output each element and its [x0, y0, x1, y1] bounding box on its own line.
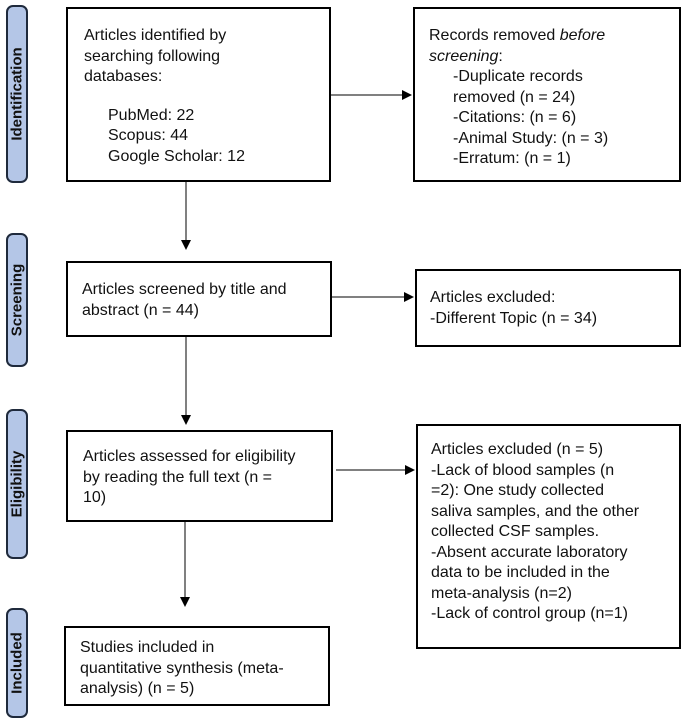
identification-intro-line: searching following — [84, 47, 221, 65]
screening-box: Articles screened by title and abstract … — [66, 261, 332, 337]
excluded-screening-box: Articles excluded: -Different Topic (n =… — [415, 269, 681, 347]
excluded-screening-line: Articles excluded: — [430, 289, 556, 306]
excluded-eligibility-line: -Lack of blood samples (n — [431, 461, 615, 479]
excluded-eligibility-line: Articles excluded (n = 5) — [431, 441, 604, 458]
included-line: quantitative synthesis (meta- — [80, 659, 284, 677]
eligibility-box: Articles assessed for eligibility by rea… — [66, 430, 333, 522]
identification-box: Articles identified by searching followi… — [66, 7, 331, 182]
excluded-eligibility-line: -Absent accurate laboratory — [431, 543, 628, 561]
excluded-eligibility-line: data to be included in the — [431, 564, 610, 581]
removed-item: -Citations: (n = 6) — [453, 109, 577, 126]
included-line: Studies included in — [80, 639, 215, 656]
screening-line: Articles screened by title and — [82, 281, 287, 298]
records-removed-heading: Records removed before — [429, 27, 606, 44]
eligibility-line: Articles assessed for eligibility — [83, 448, 296, 465]
stage-eligibility: Eligibility — [6, 409, 28, 559]
stage-screening: Screening — [6, 233, 28, 367]
excluded-eligibility-box: Articles excluded (n = 5) -Lack of blood… — [416, 424, 681, 649]
screening-line: abstract (n = 44) — [82, 301, 199, 319]
database-pubmed: PubMed: 22 — [108, 106, 195, 124]
database-google-scholar: Google Scholar: 12 — [108, 147, 245, 165]
excluded-eligibility-line: meta-analysis (n=2) — [431, 584, 572, 602]
excluded-screening-line: -Different Topic (n = 34) — [430, 309, 598, 327]
identification-intro-line: Articles identified by — [84, 27, 227, 44]
database-scopus: Scopus: 44 — [108, 127, 189, 144]
removed-item: -Erratum: (n = 1) — [453, 150, 571, 167]
eligibility-line: by reading the full text (n = — [83, 468, 272, 486]
removed-item: removed (n = 24) — [453, 88, 576, 106]
stage-identification: Identification — [6, 5, 28, 183]
removed-item: -Duplicate records — [453, 68, 583, 85]
excluded-eligibility-line: collected CSF samples. — [431, 523, 600, 540]
included-box: Studies included in quantitative synthes… — [64, 626, 330, 706]
included-line: analysis) (n = 5) — [80, 680, 195, 697]
excluded-eligibility-line: saliva samples, and the other — [431, 502, 640, 520]
stage-included: Included — [6, 608, 28, 718]
excluded-eligibility-line: =2): One study collected — [431, 482, 604, 499]
identification-intro-line: databases: — [84, 68, 163, 85]
records-removed-box: Records removed before screening: -Dupli… — [413, 7, 681, 182]
eligibility-line: 10) — [83, 489, 107, 506]
excluded-eligibility-line: -Lack of control group (n=1) — [431, 605, 628, 622]
removed-item: -Animal Study: (n = 3) — [453, 129, 609, 147]
records-removed-heading-cont: screening: — [429, 47, 503, 65]
